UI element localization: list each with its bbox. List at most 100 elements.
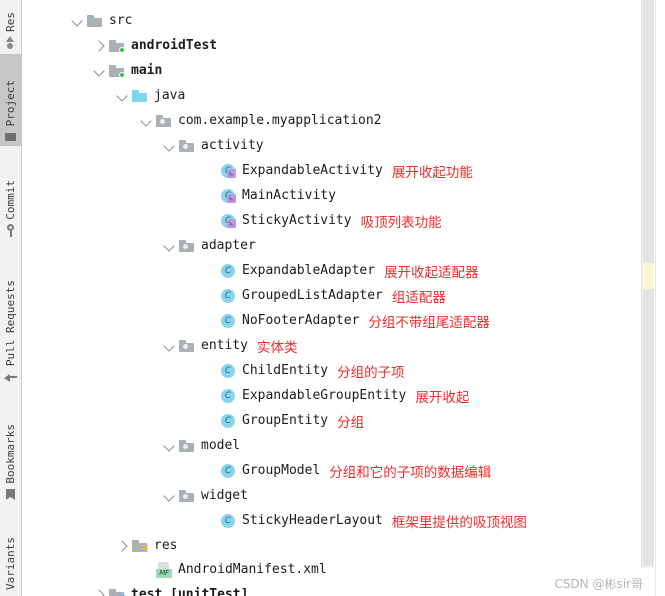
tree-row[interactable]: test [unitTest] [93, 582, 248, 596]
tool-window-button-commit[interactable]: Commit [0, 148, 21, 240]
annotation-text: 组适配器 [391, 289, 446, 306]
chevron-down-icon[interactable] [71, 14, 84, 27]
tree-spacer [204, 289, 217, 302]
tool-window-label: Bookmarks [4, 424, 17, 484]
resource-folder-icon [132, 538, 149, 554]
android-activity-class-icon: C [220, 213, 237, 229]
tree-row-label: StickyHeaderLayout [242, 513, 383, 528]
tree-spacer [204, 164, 217, 177]
tool-window-button-build-variants[interactable]: Build Variants [0, 506, 21, 596]
tree-row[interactable]: CExpandableActivity展开收起功能 [204, 158, 473, 183]
android-activity-class-icon: C [220, 188, 237, 204]
tree-row-label: ExpandableActivity [242, 163, 383, 178]
tree-row-label: GroupEntity [242, 413, 329, 428]
pull-requests-icon [4, 370, 17, 383]
tool-window-label: Project [4, 79, 17, 126]
tree-row-label: androidTest [131, 38, 218, 53]
folder-java-icon [132, 88, 149, 104]
tree-row[interactable]: model [163, 433, 240, 458]
java-class-icon: C [220, 313, 237, 329]
project-file-tree[interactable]: src androidTest main java com.example.myappl… [23, 0, 641, 596]
tree-row[interactable]: C MainActivity [204, 183, 336, 208]
chevron-down-icon[interactable] [116, 89, 129, 102]
annotation-text: 框架里提供的吸顶视图 [391, 514, 527, 531]
annotation-text: 展开收起 [415, 389, 470, 406]
annotation-text: 分组 [337, 414, 365, 431]
tree-row-label: main [131, 63, 163, 78]
tree-row-label: ExpandableAdapter [242, 263, 376, 278]
package-folder-icon [179, 488, 196, 504]
tree-row[interactable]: java [116, 83, 185, 108]
chevron-down-icon[interactable] [140, 114, 153, 127]
tree-spacer [204, 464, 217, 477]
tree-spacer [204, 514, 217, 527]
tool-window-button-res[interactable]: Res [0, 0, 21, 52]
tool-window-label: Commit [4, 180, 17, 220]
resource-manager-icon [4, 36, 17, 49]
tool-window-button-pull-requests[interactable]: Pull Requests [0, 242, 21, 386]
tree-row[interactable]: CStickyActivity吸顶列表功能 [204, 208, 442, 233]
tree-row-label: res [154, 538, 178, 553]
tool-window-label: Pull Requests [4, 279, 17, 366]
tree-spacer [204, 264, 217, 277]
package-folder-icon [179, 238, 196, 254]
tree-row-label: ChildEntity [242, 363, 329, 378]
vertical-scrollbar[interactable] [641, 0, 665, 596]
watermark: CSDN @彬sir哥 [554, 577, 643, 591]
tree-spacer [204, 214, 217, 227]
scrollbar-track[interactable] [641, 0, 654, 568]
tree-row[interactable]: res [116, 533, 177, 558]
java-class-icon: C [220, 513, 237, 529]
folder-icon [87, 13, 104, 29]
source-root-folder-icon [109, 63, 126, 79]
java-class-icon: C [220, 363, 237, 379]
tree-row[interactable]: androidTest [93, 33, 217, 58]
annotation-text: 吸顶列表功能 [360, 214, 442, 231]
tree-row-label: GroupModel [242, 463, 321, 478]
chevron-down-icon[interactable] [163, 489, 176, 502]
chevron-down-icon[interactable] [93, 64, 106, 77]
tree-row[interactable]: main [93, 58, 162, 83]
chevron-down-icon[interactable] [163, 339, 176, 352]
tree-row[interactable]: C StickyHeaderLayout 框架里提供的吸顶视图 [204, 508, 527, 533]
tool-window-button-bookmarks[interactable]: Bookmarks [0, 388, 21, 504]
tree-row[interactable]: widget [163, 483, 248, 508]
chevron-right-icon[interactable] [93, 588, 106, 596]
tree-row[interactable]: adapter [163, 233, 256, 258]
tree-row[interactable]: activity [163, 133, 264, 158]
panel-right-edge [655, 0, 665, 596]
java-class-icon: C [220, 388, 237, 404]
chevron-down-icon[interactable] [163, 439, 176, 452]
tree-row-label: MainActivity [242, 188, 336, 203]
tool-window-button-project[interactable]: Project [0, 54, 21, 146]
chevron-right-icon[interactable] [116, 539, 129, 552]
tree-spacer [204, 389, 217, 402]
chevron-down-icon[interactable] [163, 239, 176, 252]
tree-row-label: test [unitTest] [131, 587, 249, 596]
android-manifest-icon: MF [156, 561, 173, 578]
test-source-folder-icon [109, 587, 126, 596]
tree-row-label: adapter [201, 238, 256, 253]
tree-row[interactable]: com.example.myapplication2 [140, 108, 382, 133]
package-folder-icon [179, 338, 196, 354]
annotation-text: 展开收起功能 [391, 164, 473, 181]
project-icon [4, 130, 17, 143]
tree-row-label: java [154, 88, 186, 103]
tree-row[interactable]: src [71, 8, 132, 33]
java-class-icon: C [220, 463, 237, 479]
tree-row-label: widget [201, 488, 248, 503]
tree-row-label: model [201, 438, 241, 453]
package-folder-icon [179, 138, 196, 154]
chevron-right-icon[interactable] [93, 39, 106, 52]
chevron-down-icon[interactable] [163, 139, 176, 152]
tree-row-label: src [109, 13, 133, 28]
